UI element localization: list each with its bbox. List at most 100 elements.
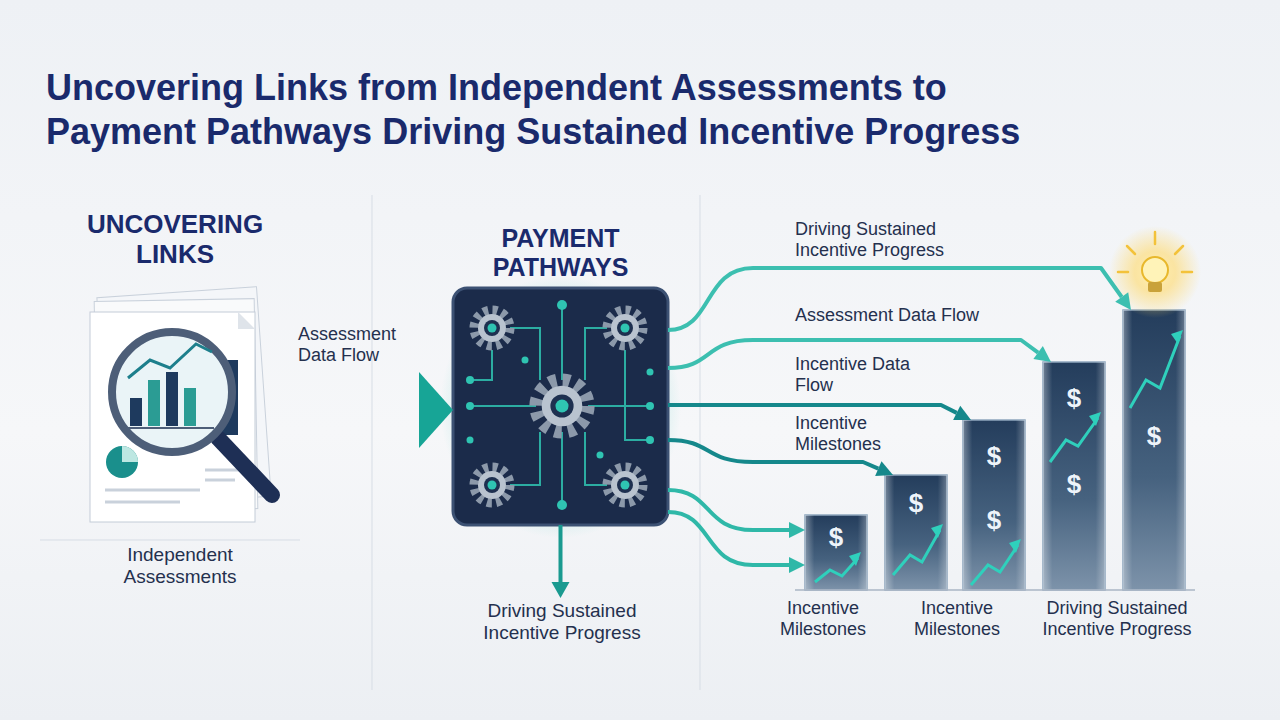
bar [885, 475, 947, 590]
grid-lines-part [40, 540, 300, 541]
base-line [795, 589, 1195, 591]
node-text: $ [1123, 422, 1185, 452]
pathway-box-part-part [585, 328, 607, 380]
bar-shine [885, 475, 947, 590]
bar-node: $ [885, 475, 947, 590]
pathway-arrow [668, 490, 789, 530]
pathway-box-part [536, 380, 588, 432]
trend-arrow [971, 545, 1018, 585]
arrow-label: Assessment Data Flow [298, 324, 430, 365]
trend-arrow-head [1009, 539, 1021, 553]
pathway-box-part [474, 467, 510, 503]
arrow-head [1115, 292, 1131, 310]
node-text: $ [963, 442, 1025, 472]
pathway-box-part-part [585, 432, 607, 485]
pathway-box-part-part [646, 402, 654, 410]
light-bulb-part-part [1154, 232, 1157, 244]
trend-arrow-head [931, 524, 943, 538]
document-node: UNCOVERING LINKSIndependent Assessments [80, 290, 285, 525]
node-text: $ [805, 523, 867, 553]
bar-node: $ [805, 515, 867, 590]
node-text: Independent Assessments [70, 544, 290, 588]
light-bulb-part-part [1127, 246, 1135, 254]
document-stack-part-part [105, 489, 200, 492]
pathway-box-part-part [510, 328, 540, 380]
arrow-head [552, 582, 570, 598]
data-flow-arrow [289, 393, 419, 427]
pathway-box-part-part [466, 376, 474, 384]
pathway-box-part-part [467, 437, 474, 444]
trend-arrow [1050, 418, 1098, 462]
pathway-box-part [470, 305, 650, 505]
pathway-arrow [668, 512, 789, 565]
magnifier-part [124, 427, 214, 429]
bar [805, 515, 867, 590]
bar-node: $$ [963, 420, 1025, 590]
light-bulb-part-part [1175, 246, 1183, 254]
magnifier-part [184, 388, 196, 426]
document-stack-part [122, 446, 138, 462]
light-bulb-part [1109, 226, 1201, 318]
magnifier-part [130, 398, 142, 426]
flow-arrow [559, 525, 563, 582]
pathway-box-part [453, 288, 668, 525]
bar-node: $$ [1043, 362, 1105, 590]
pathway-node: PAYMENT PATHWAYS [453, 288, 668, 525]
pathway-box-part-part [470, 350, 492, 380]
pathway-box-part-part [557, 300, 567, 310]
document-stack-part [90, 312, 255, 522]
pathway-box-part-part [588, 405, 650, 407]
bar-caption: Driving Sustained Incentive Progress [1019, 598, 1215, 639]
bar-shine [805, 515, 867, 590]
magnifier-part [128, 344, 212, 378]
magnifier-part [148, 380, 160, 426]
light-bulb-part-part [1182, 271, 1192, 274]
bar-shine [1043, 362, 1105, 590]
trend-arrow [815, 558, 858, 582]
arrow-head [789, 557, 805, 573]
pathway-box-part-part [561, 432, 563, 505]
pathway-box-part-part [647, 369, 654, 376]
pathway-box [440, 276, 681, 538]
node-text: Driving Sustained Incentive Progress [447, 598, 677, 646]
pathway-box-part-part [470, 405, 536, 407]
trend-arrow-head [1089, 412, 1101, 426]
pathway-box-part-part [625, 350, 650, 440]
node-text: PAYMENT PATHWAYS [448, 224, 673, 282]
bar [963, 420, 1025, 590]
arrow-head [1033, 346, 1051, 362]
trend-arrow-head [1171, 330, 1183, 344]
bar [1043, 362, 1105, 590]
arrow-label: Driving Sustained Incentive Progress [795, 219, 991, 260]
pathway-arrow [668, 268, 1122, 330]
magnifier-part [166, 372, 178, 426]
light-bulb [1109, 226, 1201, 318]
magnifier-part [112, 332, 232, 452]
magnifier-part [218, 438, 272, 495]
light-bulb-part [1148, 282, 1162, 292]
pathway-box-part [474, 310, 510, 346]
bar [1123, 310, 1185, 590]
light-bulb-part-part [1118, 271, 1128, 274]
node-text: $ [1043, 384, 1105, 414]
light-bulb-part [1142, 257, 1168, 283]
bar-shine [1123, 310, 1185, 590]
pathway-box-part [466, 300, 654, 510]
grid-lines-part [700, 195, 701, 690]
pathway-box-part-part [466, 402, 474, 410]
pathway-box-part-part [561, 305, 563, 380]
pathway-box-part [607, 467, 643, 503]
document-stack-part-part [205, 469, 240, 472]
trend-arrow [1130, 336, 1180, 408]
document-stack-part [106, 446, 138, 478]
document-stack-part-part [105, 501, 180, 504]
bar-caption: Incentive Milestones [764, 598, 882, 639]
arrow-label: Incentive Data Flow [795, 354, 915, 395]
arrow-head [789, 522, 805, 538]
outcome-text-node: Driving Sustained Incentive Progress [447, 598, 677, 646]
arrow-head [419, 372, 453, 448]
node-text: $ [1043, 470, 1105, 500]
document-stack-part [238, 312, 255, 329]
bars [795, 310, 1195, 590]
document-stack [90, 287, 271, 522]
